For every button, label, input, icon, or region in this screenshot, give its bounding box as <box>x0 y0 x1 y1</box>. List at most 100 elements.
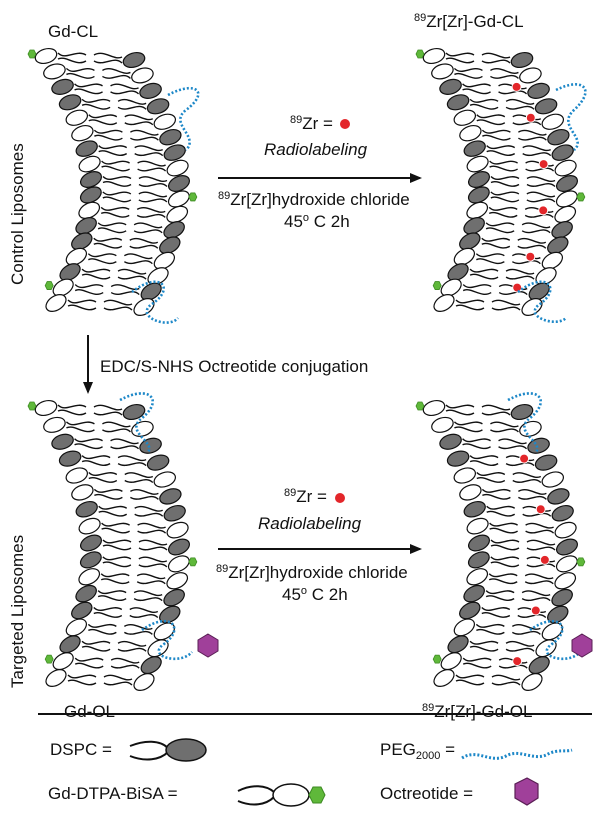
lipid-tail <box>522 145 552 152</box>
peg-legend-icon <box>461 748 573 760</box>
peg-chain <box>141 619 193 661</box>
gd-lipid-head <box>453 109 477 126</box>
gd-lipid-head <box>34 399 58 417</box>
lipid-tail <box>93 611 123 618</box>
gd-lipid-head <box>453 467 477 484</box>
lipid-tail <box>88 114 118 119</box>
gd-lipid-head <box>65 618 88 637</box>
lipid-tail <box>136 207 166 213</box>
gd-lipid-head <box>78 155 101 173</box>
dspc-head <box>527 82 550 99</box>
lipid-tail <box>445 404 475 409</box>
dspc-head <box>439 433 462 450</box>
lipid-tail <box>134 145 164 152</box>
dspc-head <box>467 186 490 204</box>
lipid-tail <box>489 160 518 165</box>
dspc-head <box>163 504 186 522</box>
lipid-tail <box>81 460 111 466</box>
dspc-head <box>58 450 82 467</box>
lipid-tail <box>134 152 164 157</box>
lipid-tail <box>102 561 132 568</box>
lipid-tail <box>485 222 515 227</box>
isotope-mass: 89 <box>218 190 231 202</box>
lipid-tail <box>102 74 131 79</box>
lipid-tail <box>526 198 556 203</box>
dspc-head <box>447 263 469 282</box>
lipid-tail <box>490 428 519 433</box>
lipid-tail <box>138 182 168 188</box>
lipid-tail <box>88 628 117 635</box>
lipid-tail <box>98 145 128 150</box>
gd-lipid-head <box>45 294 67 312</box>
lipid-tail <box>117 640 147 647</box>
lipid-tail <box>97 595 127 601</box>
lipid-tail <box>489 165 518 172</box>
lipid-tail <box>481 606 511 612</box>
lipid-tail <box>481 242 511 249</box>
lipid-tail <box>110 291 140 296</box>
lipid-tail <box>462 443 491 450</box>
zr-equals-top: 89Zr = <box>290 114 333 134</box>
lipid-tail <box>525 529 555 534</box>
lipid-tail <box>526 182 556 188</box>
lipid-tail <box>88 119 118 126</box>
lipid-tail <box>98 505 128 510</box>
lipid-tail <box>133 229 163 234</box>
gd-lipid-head <box>65 109 89 126</box>
lipid-tail <box>488 573 518 578</box>
lipid-tail <box>469 268 499 273</box>
lipid-tail <box>481 237 511 242</box>
temp: 45 <box>282 585 301 604</box>
gd-lipid-head <box>167 190 190 208</box>
gd-cl-bilayer <box>27 47 200 324</box>
dspc-head <box>59 263 81 282</box>
lipid-tail <box>137 160 166 167</box>
lipid-tail <box>81 273 111 280</box>
lipid-tail <box>488 578 518 585</box>
dspc-head <box>163 221 185 239</box>
lipid-tail <box>454 72 483 79</box>
lipid-tail <box>57 52 87 57</box>
lipid-tail <box>136 580 166 585</box>
lipid-tail <box>102 556 132 561</box>
lipid-tail <box>93 129 123 134</box>
lipid-tail <box>485 227 515 234</box>
zr-dot <box>525 251 536 262</box>
conjugation-label: EDC/S-NHS Octreotide conjugation <box>100 357 369 376</box>
dspc-head <box>463 500 486 518</box>
lipid-tail <box>129 237 159 244</box>
lipid-tail <box>524 573 554 580</box>
gd-lipid-head <box>453 618 476 637</box>
lipid-tail <box>526 546 556 551</box>
gd-lipid-head <box>555 190 578 208</box>
zr-dot <box>539 554 550 565</box>
lipid-tail <box>98 150 128 156</box>
radiolabeling-top: Radiolabeling <box>264 140 368 159</box>
gd-lipid-head <box>459 124 482 142</box>
gd-lipid-head <box>554 159 577 177</box>
lipid-tail <box>488 206 518 211</box>
dspc-head <box>75 217 97 235</box>
conditions-rest: C 2h <box>307 585 348 604</box>
octreotide-icon <box>571 633 593 658</box>
gd-lipid-head <box>554 572 577 590</box>
gd-chelate-icon <box>576 557 586 567</box>
lipid-tail <box>102 180 132 187</box>
lipid-tail <box>455 299 485 304</box>
lipid-tail <box>117 462 147 467</box>
lipid-tail <box>137 529 167 534</box>
lipid-tail <box>100 211 130 218</box>
lipid-tail <box>525 167 555 172</box>
lipid-tail <box>517 237 547 244</box>
gd-dtpa-bisa-legend-label: Gd-DTPA-BiSA = <box>48 784 178 803</box>
octreotide-legend-label: Octreotide = <box>380 784 474 803</box>
reagent-text: Zr[Zr]hydroxide chloride <box>228 563 408 582</box>
lipid-tail <box>517 613 547 619</box>
lipid-tail <box>490 180 520 187</box>
lipid-tail <box>485 595 515 601</box>
lipid-tail <box>117 105 147 110</box>
lipid-tail <box>103 681 133 686</box>
lipid-tail <box>485 590 515 595</box>
lipid-tail <box>453 67 483 72</box>
